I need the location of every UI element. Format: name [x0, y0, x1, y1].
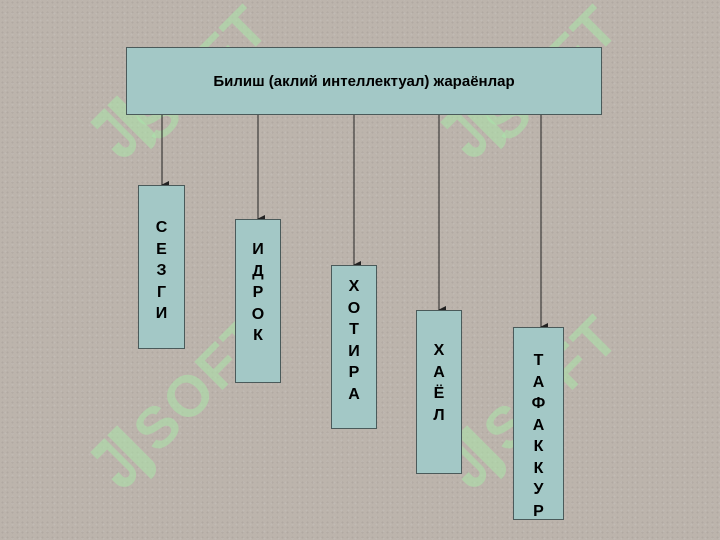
letter: З: [156, 262, 167, 279]
letter: Ф: [531, 395, 546, 412]
watermark-logo-icon: [90, 95, 157, 157]
letter: Т: [349, 321, 359, 338]
letter: А: [532, 416, 545, 434]
letter: Е: [156, 240, 167, 258]
letter: Т: [533, 352, 544, 369]
letter: К: [533, 438, 544, 455]
letter: Р: [533, 502, 544, 520]
letter: К: [253, 327, 263, 344]
letter: Г: [156, 283, 167, 301]
letter: Д: [252, 262, 264, 280]
watermark-logo-icon: [90, 425, 157, 487]
letter: Ё: [433, 385, 445, 402]
letter: И: [348, 342, 360, 360]
letter: К: [533, 459, 544, 477]
root-process-box: Билиш (аклий интеллектуал) жараёнлар: [126, 47, 602, 115]
root-process-label: Билиш (аклий интеллектуал) жараёнлар: [213, 72, 515, 90]
letter: И: [155, 305, 168, 322]
letter: О: [347, 299, 361, 317]
letter: Л: [433, 406, 445, 424]
letter: С: [155, 219, 168, 236]
letter: А: [433, 363, 445, 381]
letter: А: [532, 373, 545, 391]
letter: Х: [348, 278, 360, 295]
letter: А: [348, 385, 360, 403]
letter: И: [252, 241, 264, 258]
letter: Р: [252, 284, 264, 301]
letter: У: [533, 481, 544, 498]
letter: Р: [348, 364, 360, 381]
letter: Х: [433, 342, 445, 359]
letter: О: [251, 305, 265, 323]
